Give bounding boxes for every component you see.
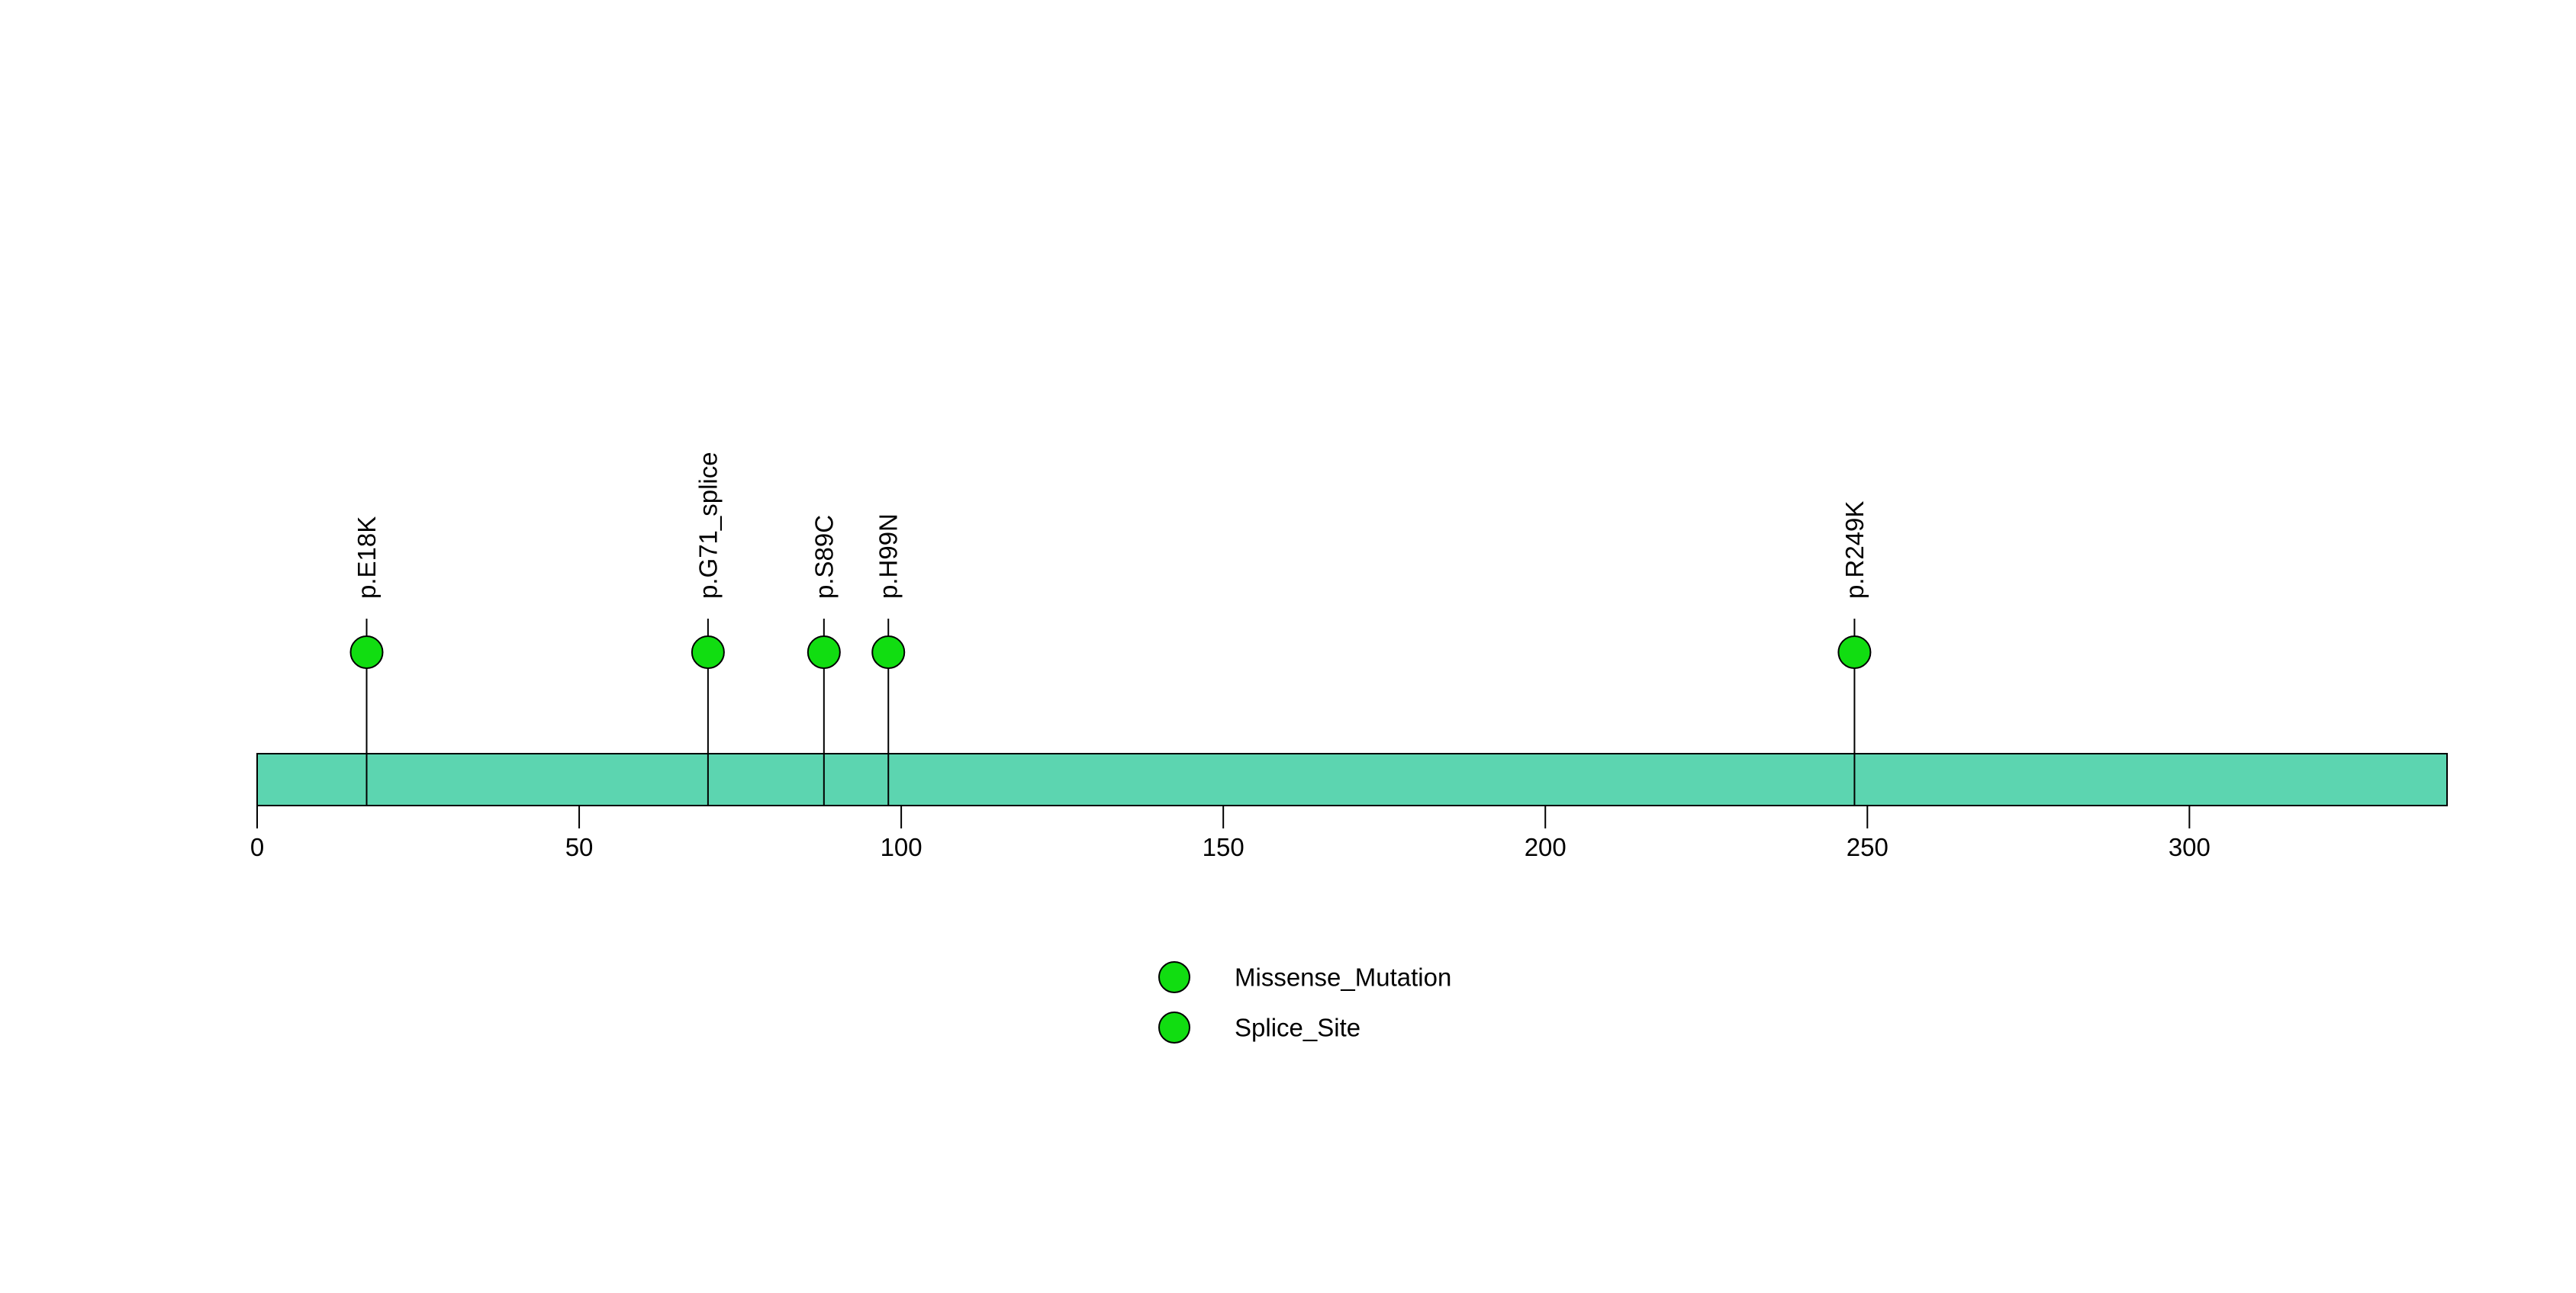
lollipop-circle bbox=[349, 635, 384, 669]
mutation-label: p.R249K bbox=[1840, 501, 1869, 599]
lollipop-circle bbox=[1837, 635, 1872, 669]
legend-label: Splice_Site bbox=[1235, 1014, 1360, 1042]
legend-circle bbox=[1158, 1012, 1190, 1044]
axis-tick-label: 150 bbox=[1203, 833, 1245, 861]
axis-tick-label: 250 bbox=[1847, 833, 1889, 861]
lollipop-circle bbox=[871, 635, 906, 669]
legend-item: Missense_Mutation bbox=[1158, 961, 1451, 993]
mutation-label: p.G71_splice bbox=[694, 452, 722, 599]
legend-circle bbox=[1158, 961, 1190, 993]
protein-backbone bbox=[256, 753, 2448, 806]
axis-tick-label: 300 bbox=[2169, 833, 2211, 861]
lollipop-circle bbox=[807, 635, 841, 669]
legend-label: Missense_Mutation bbox=[1235, 963, 1451, 992]
axis-tick-label: 200 bbox=[1525, 833, 1567, 861]
axis-tick-label: 100 bbox=[881, 833, 923, 861]
mutation-label: p.S89C bbox=[810, 515, 838, 599]
lollipop-circle bbox=[691, 635, 725, 669]
mutation-label: p.H99N bbox=[874, 513, 903, 599]
legend-item: Splice_Site bbox=[1158, 1012, 1360, 1044]
axis-tick-label: 50 bbox=[565, 833, 594, 861]
mutation-label: p.E18K bbox=[353, 516, 381, 599]
axis-tick-label: 0 bbox=[250, 833, 264, 861]
